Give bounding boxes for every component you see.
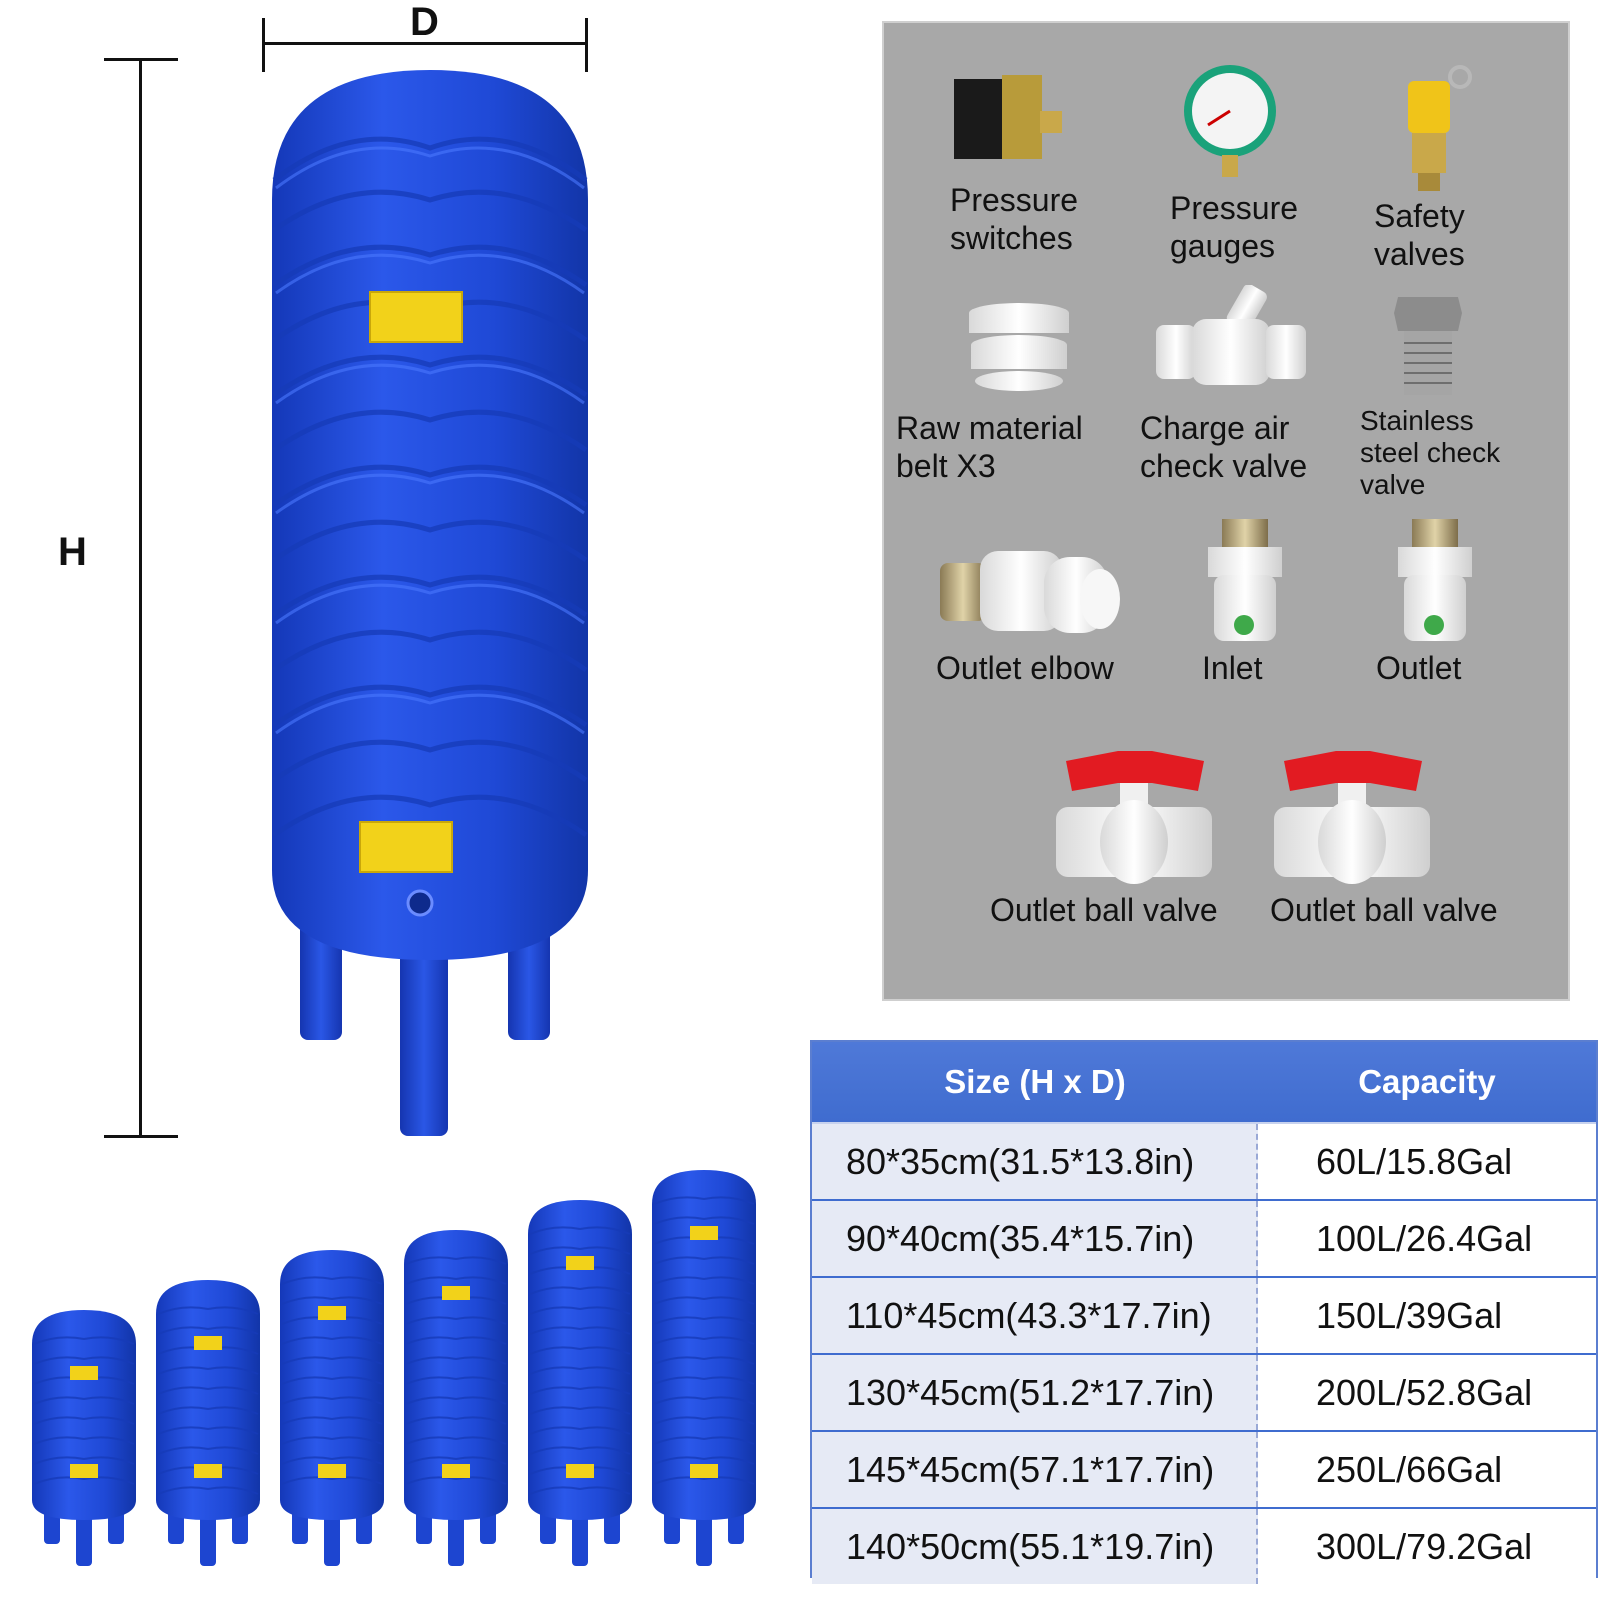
accessory-inlet [1202,519,1288,643]
header-size: Size (H x D) [944,1063,1126,1100]
capacity-cell: 300L/79.2Gal [1258,1509,1596,1584]
size-cell: 145*45cm(57.1*17.7in) [812,1432,1258,1507]
table-row: 90*40cm(35.4*15.7in) 100L/26.4Gal [812,1199,1596,1276]
small-tank [528,1200,632,1566]
header-capacity: Capacity [1358,1063,1496,1100]
ball-valve-icon [1056,751,1212,884]
check-valve-icon [1156,285,1306,385]
small-tank [652,1170,756,1566]
outlet-fitting-icon [1398,519,1472,641]
accessory-outlet-ball-valve [1056,747,1212,887]
pressure-switch-icon [954,75,1062,159]
accessory-label: Outlet ball valve [1270,892,1498,928]
capacity-cell: 100L/26.4Gal [1258,1201,1596,1276]
accessory-label: Outlet [1376,650,1462,686]
capacity-cell: 200L/52.8Gal [1258,1355,1596,1430]
diameter-label: D [410,0,439,44]
table-row: 110*45cm(43.3*17.7in) 150L/39Gal [812,1276,1596,1353]
small-tank [280,1250,384,1566]
tank-size-lineup-image [32,1170,756,1566]
accessory-label: Stainless steel check valve [1360,405,1501,500]
accessories-panel: Pressure switches Pressure gauges Safety… [882,21,1570,1001]
capacity-cell: 150L/39Gal [1258,1278,1596,1353]
ball-valve-icon [1274,751,1430,884]
capacity-cell: 250L/66Gal [1258,1432,1596,1507]
accessory-stainless-check-valve [1392,293,1464,397]
pressure-gauge-icon [1184,65,1276,177]
size-capacity-table: Size (H x D) Capacity 80*35cm(31.5*13.8i… [810,1040,1598,1584]
small-tank [404,1230,508,1566]
table-row: 140*50cm(55.1*19.7in) 300L/79.2Gal [812,1507,1596,1584]
size-cell: 130*45cm(51.2*17.7in) [812,1355,1258,1430]
accessory-outlet [1392,519,1478,643]
diameter-dimension-line [262,18,588,76]
accessory-pressure-switch [954,71,1064,171]
table-row: 145*45cm(57.1*17.7in) 250L/66Gal [812,1430,1596,1507]
accessory-outlet-elbow [940,533,1126,643]
size-cell: 90*40cm(35.4*15.7in) [812,1201,1258,1276]
accessory-raw-material-belt [964,299,1074,399]
accessory-outlet-ball-valve [1274,747,1430,887]
table-header: Size (H x D) Capacity [812,1042,1596,1124]
accessory-pressure-gauge [1182,63,1278,179]
accessory-label: Charge air check valve [1140,410,1308,484]
size-cell: 80*35cm(31.5*13.8in) [812,1124,1258,1199]
steel-check-valve-icon [1394,297,1462,395]
accessory-label: Pressure switches [950,182,1079,256]
accessory-safety-valve [1394,63,1480,193]
small-tank [32,1310,136,1566]
size-cell: 110*45cm(43.3*17.7in) [812,1278,1258,1353]
accessory-label: Outlet elbow [936,650,1114,686]
height-label: H [58,530,87,574]
accessory-label: Safety valves [1374,198,1465,272]
accessory-charge-air-check-valve [1156,285,1306,395]
raw-material-belt-icon [969,303,1069,391]
table-row: 80*35cm(31.5*13.8in) 60L/15.8Gal [812,1124,1596,1199]
accessory-label: Raw material belt X3 [896,410,1083,484]
outlet-elbow-icon [940,551,1120,633]
accessory-label: Inlet [1202,650,1263,686]
accessory-label: Outlet ball valve [990,892,1218,928]
size-cell: 140*50cm(55.1*19.7in) [812,1509,1258,1584]
pressure-tank-image [272,70,588,1136]
height-dimension-line [104,58,178,1138]
accessory-label: Pressure gauges [1170,190,1299,264]
small-tank [156,1280,260,1566]
table-row: 130*45cm(51.2*17.7in) 200L/52.8Gal [812,1353,1596,1430]
capacity-cell: 60L/15.8Gal [1258,1124,1596,1199]
safety-valve-icon [1408,65,1472,191]
inlet-fitting-icon [1208,519,1282,641]
